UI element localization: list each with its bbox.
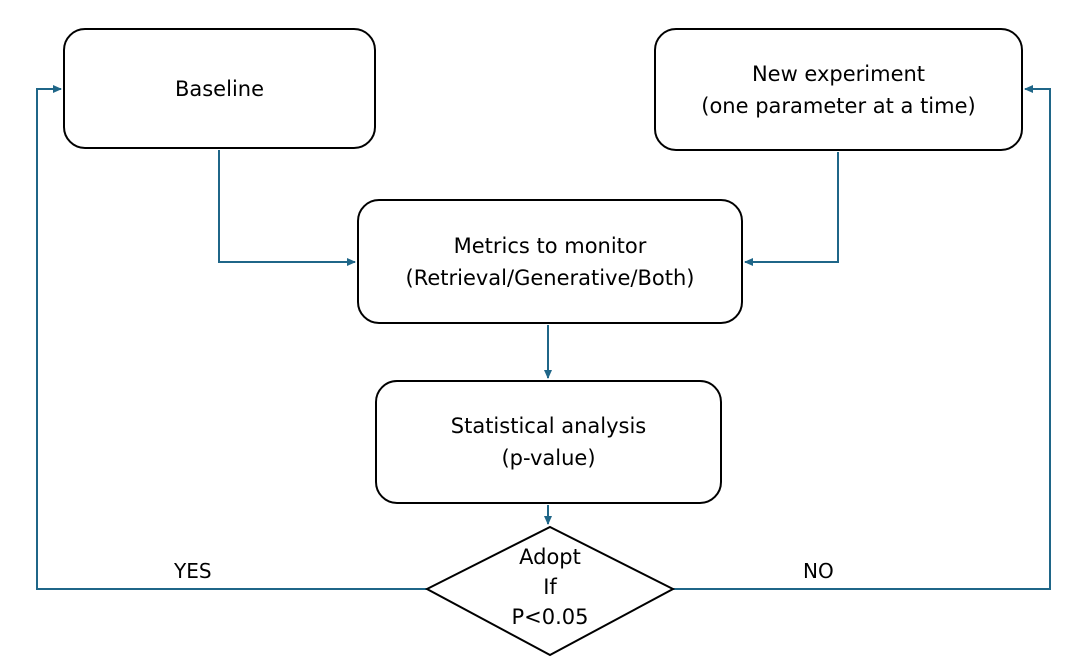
baseline-node: Baseline: [63, 28, 376, 149]
decision-node-text: Adopt If P<0.05: [465, 542, 635, 632]
no-edge-label: NO: [803, 559, 834, 583]
baseline-node-label: Baseline: [174, 76, 265, 101]
metrics-node: Metrics to monitor (Retrieval/Generative…: [357, 199, 743, 324]
connector-no-to-new-experiment: [673, 85, 1051, 590]
decision-diamond: [424, 525, 676, 657]
decision-line-2: If: [543, 575, 557, 599]
decision-line-3: P<0.05: [511, 605, 589, 629]
statistical-analysis-title: Statistical analysis: [450, 414, 647, 438]
connector-yes-to-baseline: [36, 85, 427, 590]
decision-line-1: Adopt: [519, 545, 581, 569]
new-experiment-node: New experiment (one parameter at a time): [654, 28, 1023, 151]
new-experiment-title: New experiment: [751, 61, 926, 86]
statistical-analysis-subtitle: (p-value): [501, 446, 596, 470]
connector-new-experiment-to-metrics: [744, 152, 839, 266]
connector-baseline-to-metrics: [218, 150, 356, 266]
metrics-title: Metrics to monitor: [453, 233, 647, 258]
new-experiment-subtitle: (one parameter at a time): [701, 93, 976, 118]
statistical-analysis-node: Statistical analysis (p-value): [375, 380, 722, 504]
metrics-subtitle: (Retrieval/Generative/Both): [405, 265, 695, 290]
yes-edge-label: YES: [174, 559, 212, 583]
